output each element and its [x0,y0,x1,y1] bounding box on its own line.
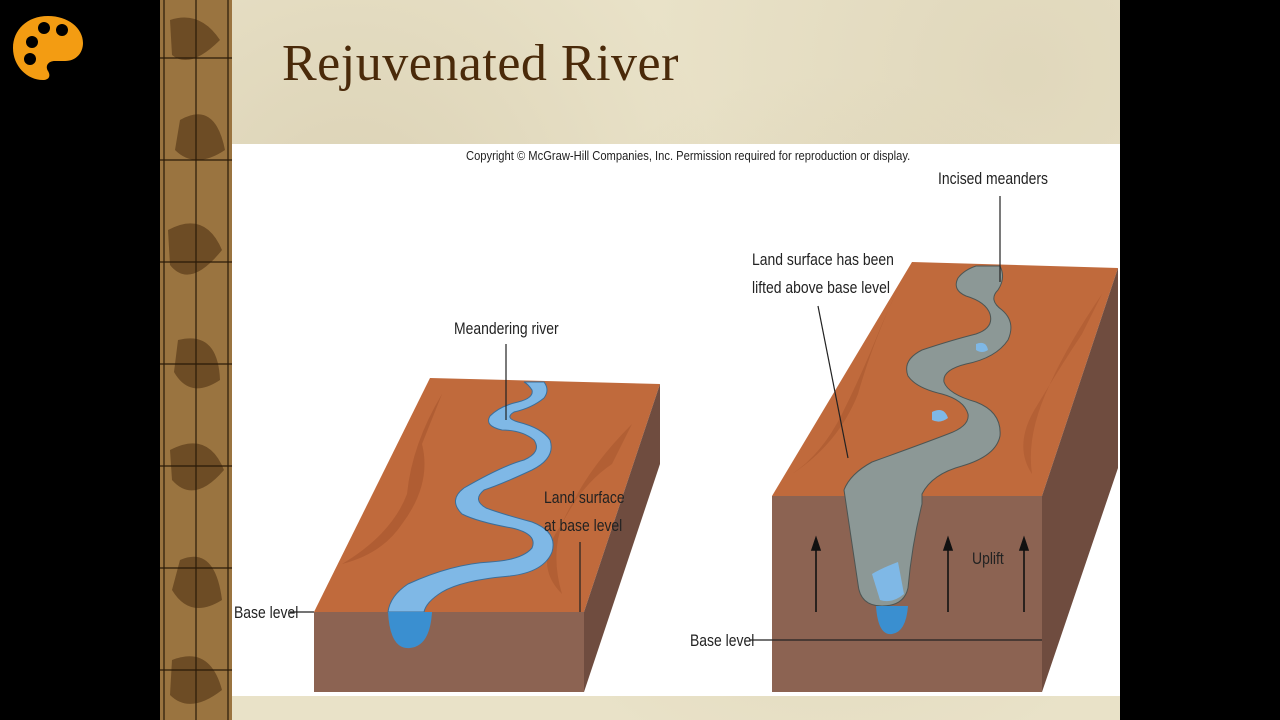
land-surface-label-line2: at base level [544,516,623,535]
diagram-artwork [290,196,1118,692]
incised-meanders-label: Incised meanders [938,169,1049,188]
slide-title: Rejuvenated River [282,35,679,92]
left-land-block [314,378,660,692]
leader-lines [290,196,1001,641]
uplift-label: Uplift [972,549,1004,568]
meandering-river-label: Meandering river [454,319,559,338]
base-level-label-left: Base level [234,603,299,622]
palette-icon[interactable] [10,12,86,84]
land-surface-label-line1: Land surface [544,488,625,507]
base-level-label-right: Base level [690,631,755,650]
lifted-surface-label-line1: Land surface has been [752,250,894,269]
lifted-surface-label-line2: lifted above base level [752,278,890,297]
right-land-block [772,262,1118,692]
river-diagram: Copyright © McGraw-Hill Companies, Inc. … [232,144,1120,696]
copyright-notice: Copyright © McGraw-Hill Companies, Inc. … [466,148,911,163]
decorative-border [160,0,232,720]
slide: Rejuvenated River Copyright © McGraw-Hil… [160,0,1120,720]
